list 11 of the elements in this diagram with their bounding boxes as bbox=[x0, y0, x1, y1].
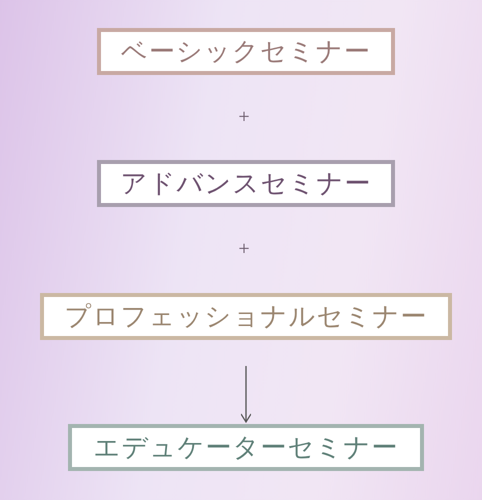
arrow bbox=[240, 366, 252, 423]
seminar-name: プロフェッショナルセミナー bbox=[64, 301, 428, 333]
seminar-box bbox=[97, 28, 395, 75]
seminar-box bbox=[40, 293, 452, 340]
plus-sign: + bbox=[238, 106, 250, 129]
seminar-box bbox=[97, 160, 395, 207]
seminar-box bbox=[68, 424, 424, 471]
seminar-name: アドバンスセミナー bbox=[120, 168, 372, 200]
plus-sign: + bbox=[238, 238, 250, 261]
seminar-name: エデュケーターセミナー bbox=[94, 432, 398, 464]
seminar-name: ベーシックセミナー bbox=[121, 36, 371, 68]
